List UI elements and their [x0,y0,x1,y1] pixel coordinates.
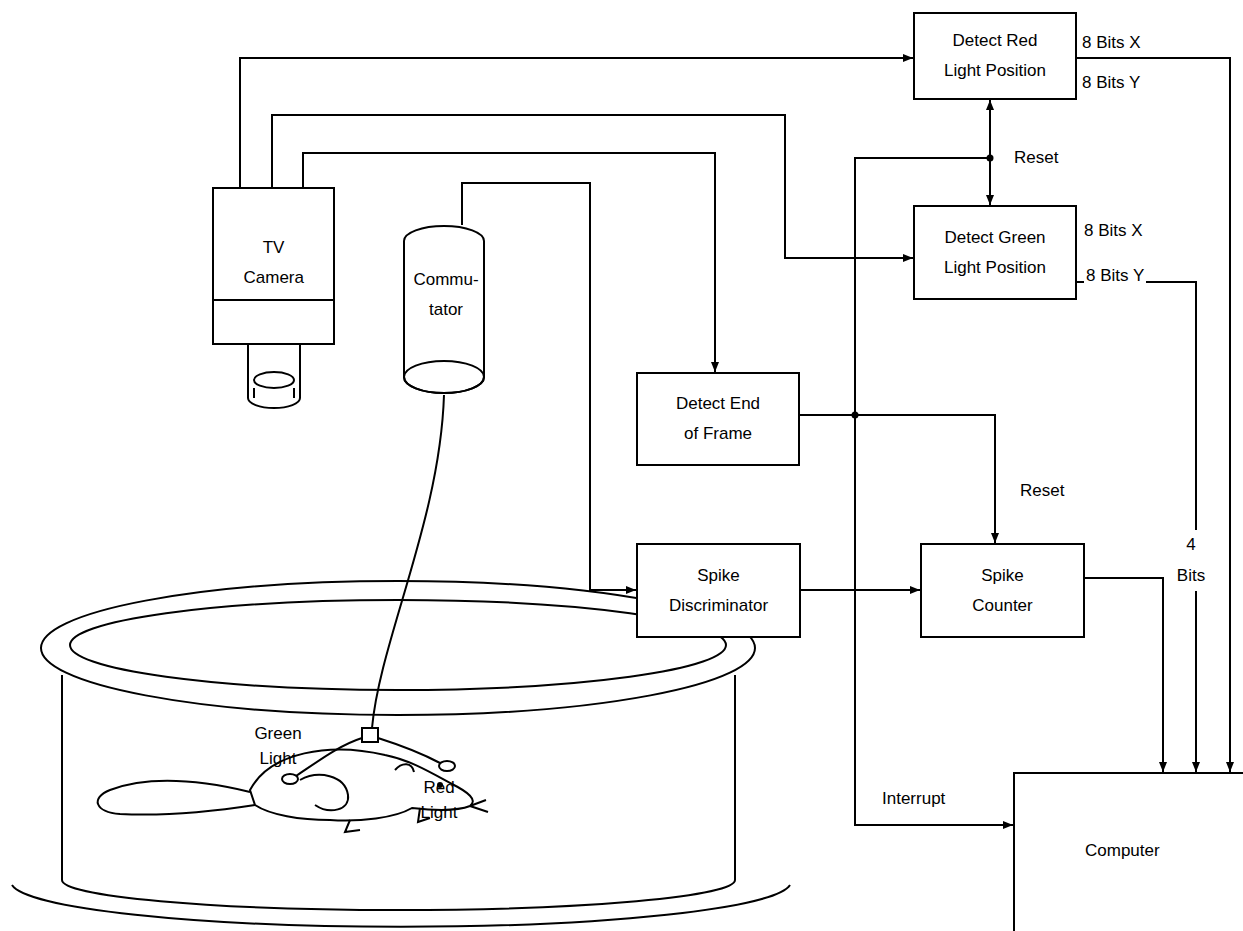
part-label: Red Light [412,776,466,825]
edge-label: Reset [1012,145,1060,171]
signal-label: 8 Bits X [1082,218,1145,244]
signal-wire [303,153,715,372]
box-label: Detect Red Light Position [936,26,1054,86]
box-label: Spike Discriminator [660,561,778,621]
signal-wire [800,415,995,543]
signal-wire [1077,282,1196,772]
edge-label: Interrupt [880,786,947,812]
camera-body [212,300,335,408]
signal-label: 8 Bits Y [1084,263,1146,289]
edge-label: Reset [1018,478,1066,504]
process-box: Spike Discriminator [636,543,801,638]
process-box: Detect Green Light Position [913,205,1077,300]
green-light-bulb [282,774,298,784]
process-box: Detect Red Light Position [913,12,1077,100]
box-label: Detect End of Frame [671,389,766,449]
box-label: Spike Counter [963,561,1043,621]
red-light-bulb [439,761,455,771]
signal-wire [272,115,913,258]
signal-wire [1085,578,1163,772]
box-label: TV Camera [244,233,304,293]
process-box: Detect End of Frame [636,372,800,466]
signal-wire [801,589,920,591]
signal-wire [1077,58,1230,772]
camera-box: TV Camera [212,187,335,345]
part-label: Green Light [246,722,310,771]
commutator-cable [372,395,444,728]
signal-wire [462,183,636,590]
signal-wire [240,58,913,187]
box-label: Detect Green Light Position [936,223,1054,283]
commutator-cylinder: Commu- tator [403,225,489,395]
signal-label: 8 Bits Y [1080,70,1142,96]
box-label: Commu- tator [411,265,481,325]
computer-box: Computer [1013,772,1243,931]
edge-label: 4 Bits [1170,530,1212,591]
signal-label: 8 Bits X [1080,30,1143,56]
head-stage [282,395,455,784]
process-box: Spike Counter [920,543,1085,638]
box-label: Computer [1085,836,1160,866]
